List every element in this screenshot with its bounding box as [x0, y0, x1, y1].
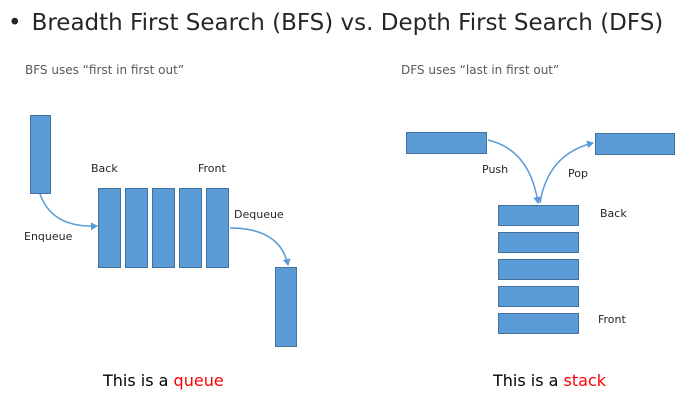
pop-arrow: [539, 140, 594, 204]
stack-cell: [498, 286, 579, 307]
queue-cell: [152, 188, 175, 268]
bfs-caption: This is a queue: [103, 371, 224, 390]
stack-front-label: Front: [598, 313, 626, 326]
push-element: [406, 132, 487, 154]
dequeued-element: [275, 267, 297, 347]
bfs-caption-accent: queue: [173, 371, 224, 390]
stack-cell: [498, 205, 579, 226]
dfs-caption: This is a stack: [493, 371, 606, 390]
dequeue-label: Dequeue: [234, 208, 284, 221]
queue-cell: [206, 188, 229, 268]
dequeue-arrow: [229, 227, 291, 266]
queue-cell: [98, 188, 121, 268]
queue-cell: [179, 188, 202, 268]
push-label: Push: [482, 163, 509, 176]
stack-cell: [498, 313, 579, 334]
pop-label: Pop: [568, 167, 588, 180]
stack-cell: [498, 259, 579, 280]
queue-front-label: Front: [198, 162, 226, 175]
bfs-subtitle: BFS uses “first in first out”: [25, 63, 185, 77]
dfs-caption-accent: stack: [563, 371, 607, 390]
enqueue-element: [30, 115, 51, 194]
stack-cell: [498, 232, 579, 253]
push-arrow: [487, 139, 542, 204]
queue-cell: [125, 188, 148, 268]
dfs-subtitle: DFS uses “last in first out”: [401, 63, 560, 77]
enqueue-label: Enqueue: [24, 230, 73, 243]
stack-back-label: Back: [600, 207, 627, 220]
bfs-caption-prefix: This is a: [103, 371, 174, 390]
slide-title-text: Breadth First Search (BFS) vs. Depth Fir…: [31, 10, 664, 36]
enqueue-arrow: [39, 193, 98, 231]
dfs-caption-prefix: This is a: [493, 371, 564, 390]
queue-back-label: Back: [91, 162, 118, 175]
bullet-point: •: [8, 10, 22, 36]
slide-title: • Breadth First Search (BFS) vs. Depth Fi…: [8, 10, 663, 36]
popped-element: [595, 133, 675, 155]
